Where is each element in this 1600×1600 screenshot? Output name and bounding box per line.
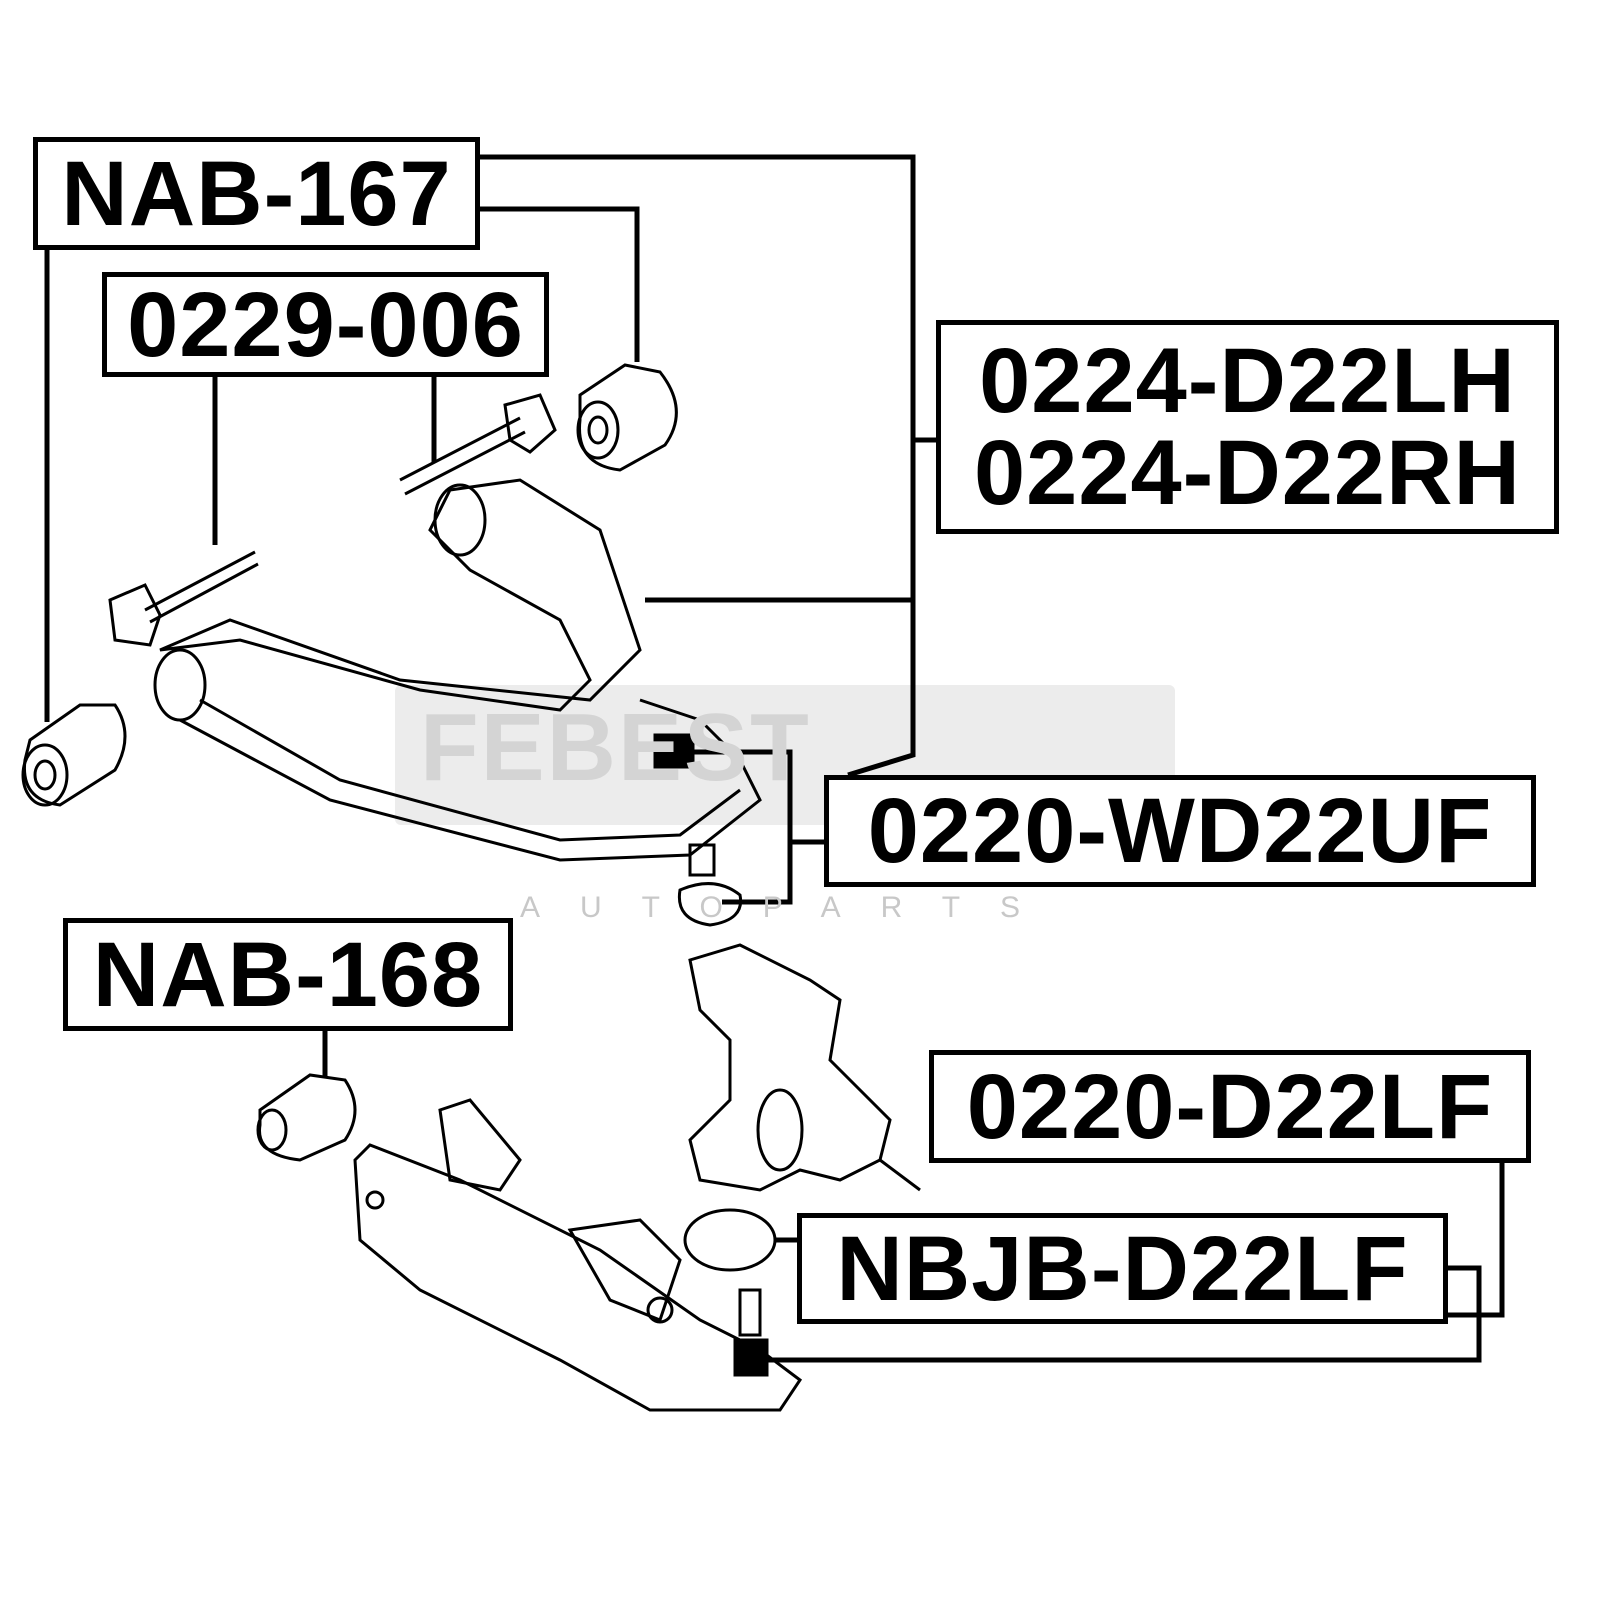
bushing-nab167-left bbox=[21, 703, 127, 807]
watermark-brand: FEBEST bbox=[420, 694, 811, 801]
part-number: NBJB-D22LF bbox=[836, 1217, 1409, 1320]
part-number-rh: 0224-D22RH bbox=[974, 422, 1521, 524]
label-nbjb-d22lf[interactable]: NBJB-D22LF bbox=[797, 1213, 1448, 1324]
label-nab-167[interactable]: NAB-167 bbox=[33, 137, 480, 250]
part-number: NAB-167 bbox=[61, 142, 452, 245]
watermark-sub: AUTOPARTS bbox=[520, 891, 1061, 924]
balljoint-upper bbox=[653, 733, 695, 769]
label-0229-006[interactable]: 0229-006 bbox=[102, 272, 549, 377]
bushing-nab168 bbox=[256, 1073, 357, 1162]
label-nab-168[interactable]: NAB-168 bbox=[63, 918, 513, 1031]
part-number-lh: 0224-D22LH bbox=[979, 330, 1516, 432]
camber-bolt-left bbox=[108, 550, 259, 647]
part-number: 0229-006 bbox=[127, 273, 524, 376]
part-number: 0220-D22LF bbox=[966, 1055, 1494, 1158]
upper-control-arm bbox=[153, 478, 762, 862]
steering-knuckle bbox=[688, 943, 921, 1192]
balljoint-upper-stud bbox=[677, 843, 743, 927]
camber-bolt-right bbox=[399, 393, 557, 496]
label-0220-d22lf[interactable]: 0220-D22LF bbox=[929, 1050, 1531, 1163]
label-0220-wd22uf[interactable]: 0220-WD22UF bbox=[824, 775, 1536, 887]
lower-control-arm bbox=[353, 1098, 803, 1412]
bushing-nab167-top bbox=[576, 363, 678, 472]
label-0224-d22[interactable]: 0224-D22LH 0224-D22RH bbox=[936, 320, 1559, 534]
leader-lines bbox=[44, 154, 1505, 1363]
part-number: NAB-168 bbox=[92, 923, 484, 1026]
part-number: 0220-WD22UF bbox=[867, 780, 1493, 882]
balljoint-lower bbox=[683, 1208, 777, 1337]
